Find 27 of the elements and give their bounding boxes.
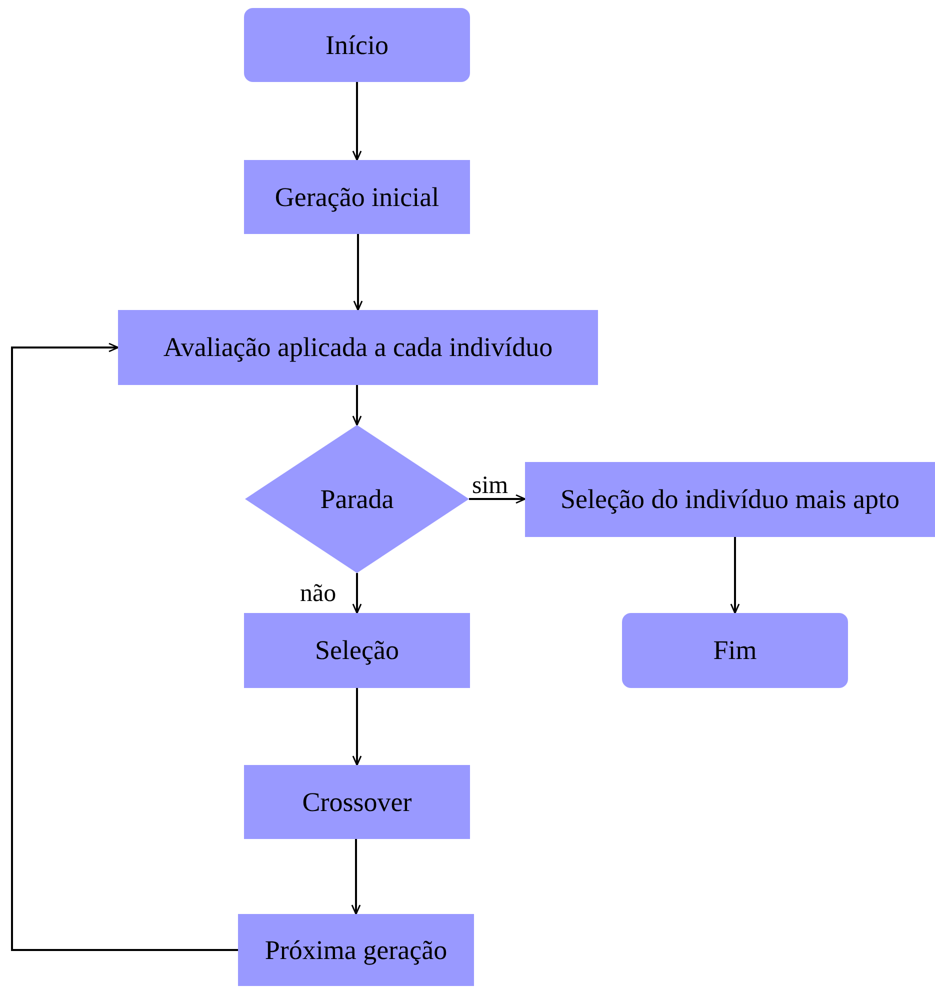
- process-box: [244, 613, 470, 688]
- process-box: [238, 914, 474, 986]
- process-box: [118, 310, 598, 385]
- decision-diamond: [245, 425, 469, 573]
- node-label: Seleção: [315, 635, 399, 666]
- arrow: [730, 537, 740, 614]
- process-box: [244, 160, 470, 234]
- process-box: [244, 765, 470, 839]
- arrow: [352, 573, 362, 614]
- start-box: [244, 8, 470, 82]
- node-label: Parada: [320, 484, 394, 514]
- node-label: Seleção do indivíduo mais apto: [560, 484, 900, 515]
- arrow: [352, 688, 362, 766]
- node-label: Próxima geração: [264, 934, 448, 966]
- arrow: [352, 82, 362, 161]
- arrow: [353, 234, 363, 311]
- arrow: [351, 839, 361, 915]
- node-label: Crossover: [302, 786, 412, 818]
- arrow: [352, 385, 362, 426]
- arrow: [469, 494, 526, 504]
- node-label: Avaliação aplicada a cada indivíduo: [163, 332, 553, 363]
- end-box: [622, 613, 848, 688]
- node-label: Geração inicial: [274, 182, 440, 212]
- node-label: Início: [326, 30, 388, 60]
- process-box: [525, 462, 935, 537]
- arrow: [11, 342, 238, 951]
- node-label: Fim: [713, 635, 757, 666]
